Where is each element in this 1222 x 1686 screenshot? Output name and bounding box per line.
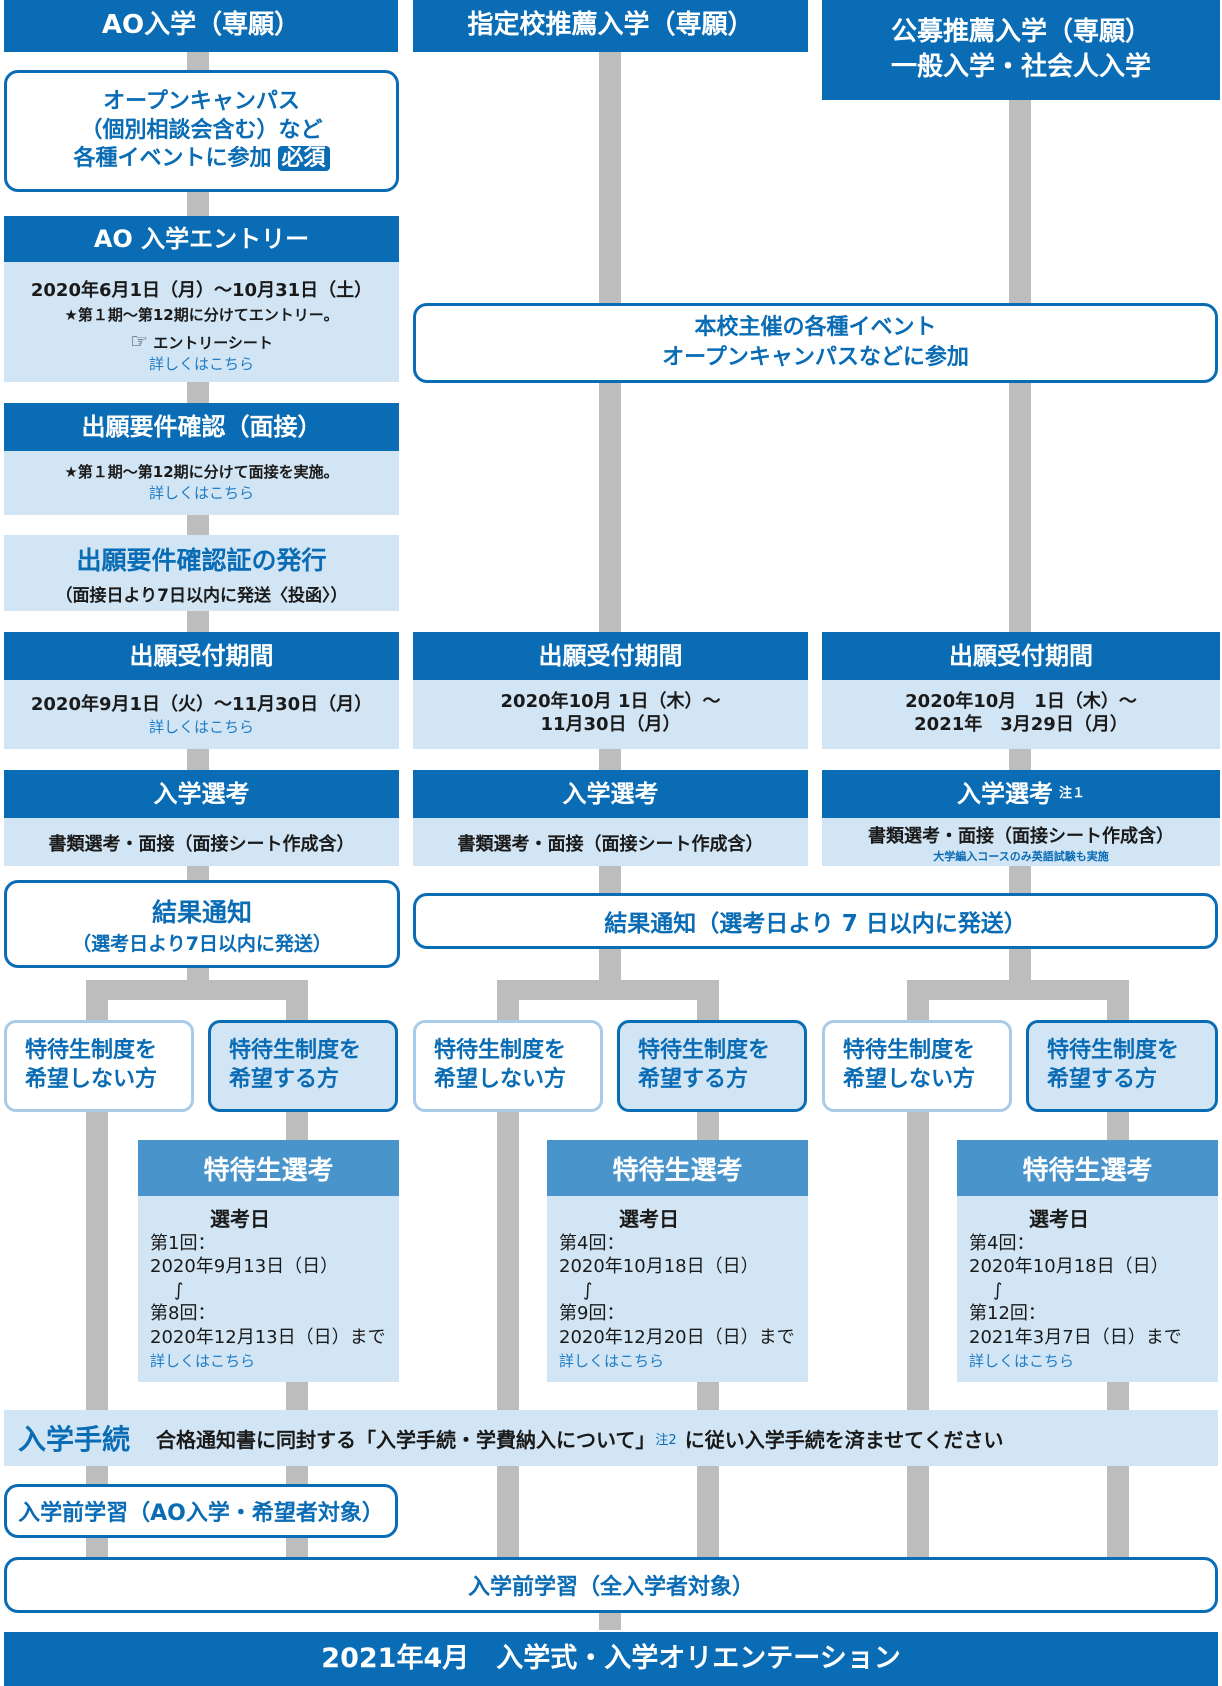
kobo-no-scholarship-box: 特待生制度を希望しない方 — [822, 1020, 1012, 1112]
entrance-ceremony-banner: 2021年4月 入学式・入学オリエンテーション — [4, 1632, 1218, 1686]
ao-exam-header: 入学選考 — [4, 770, 399, 818]
kobo-application-header: 出願受付期間 — [822, 632, 1220, 680]
ao-scholarship-exam-header: 特待生選考 — [138, 1140, 399, 1196]
ao-yes-scholarship-box: 特待生制度を希望する方 — [208, 1020, 398, 1112]
kobo-yes-scholarship-box: 特待生制度を希望する方 — [1026, 1020, 1218, 1112]
pointing-hand-icon: ☞ — [130, 329, 148, 353]
shitei-yes-scholarship-box: 特待生制度を希望する方 — [617, 1020, 807, 1112]
shared-event-box: 本校主催の各種イベント オープンキャンパスなどに参加 — [413, 303, 1218, 383]
kobo-scholarship-exam-header: 特待生選考 — [957, 1140, 1218, 1196]
ao-application-body: 2020年9月1日（火）〜11月30日（月） 詳しくはこちら — [4, 680, 399, 749]
shitei-scholarship-details-link[interactable]: 詳しくはこちら — [559, 1351, 665, 1370]
column-header-kobo: 公募推薦入学（専願） 一般入学・社会人入学 — [822, 0, 1220, 100]
ao-certificate-box: 出願要件確認証の発行 （面接日より7日以内に発送〈投函〉） — [4, 535, 399, 611]
note-1-mark: 注１ — [1058, 786, 1085, 802]
enrollment-procedure-title: 入学手続 — [18, 1423, 131, 1456]
shitei-scholarship-exam-body: 選考日 第4回： 2020年10月18日（日） ∫ 第9回： 2020年12月2… — [547, 1196, 808, 1382]
ao-scholarship-details-link[interactable]: 詳しくはこちら — [150, 1351, 256, 1370]
ao-application-header: 出願受付期間 — [4, 632, 399, 680]
kobo-application-body: 2020年10月 1日（木）〜 2021年 3月29日（月） — [822, 680, 1220, 749]
ao-entry-body: 2020年6月1日（月）〜10月31日（土） ★第１期〜第12期に分けてエントリ… — [4, 262, 399, 382]
ao-requirement-body: ★第１期〜第12期に分けて面接を実施。 詳しくはこちら — [4, 451, 399, 515]
ao-requirement-header: 出願要件確認（面接） — [4, 403, 399, 451]
ao-exam-body: 書類選考・面接（面接シート作成含） — [4, 818, 399, 866]
connector-ao-split — [86, 980, 308, 1000]
ao-event-box: オープンキャンパス （個別相談会含む）など 各種イベントに参加必須 — [4, 70, 399, 192]
column-header-ao: AO入学（専願） — [4, 0, 398, 52]
enrollment-procedure-bar: 入学手続 合格通知書に同封する「入学手続・学費納入について」 注2 に従い入学手… — [4, 1410, 1218, 1466]
shitei-exam-header: 入学選考 — [413, 770, 808, 818]
shared-result-box: 結果通知（選考日より 7 日以内に発送） — [413, 893, 1218, 949]
note-2-mark: 注2 — [655, 1432, 677, 1448]
ao-entry-details-link[interactable]: 詳しくはこちら — [148, 355, 254, 373]
ao-entry-header: AO 入学エントリー — [4, 216, 399, 262]
ao-scholarship-exam-body: 選考日 第1回： 2020年9月13日（日） ∫ 第8回： 2020年12月13… — [138, 1196, 399, 1382]
pre-study-ao-box: 入学前学習（AO入学・希望者対象） — [4, 1484, 398, 1538]
kobo-exam-header: 入学選考注１ — [822, 770, 1220, 818]
shitei-no-scholarship-box: 特待生制度を希望しない方 — [413, 1020, 603, 1112]
ao-requirement-details-link[interactable]: 詳しくはこちら — [148, 484, 254, 502]
ao-no-scholarship-box: 特待生制度を希望しない方 — [4, 1020, 194, 1112]
shitei-application-header: 出願受付期間 — [413, 632, 808, 680]
kobo-scholarship-exam-body: 選考日 第4回： 2020年10月18日（日） ∫ 第12回： 2021年3月7… — [957, 1196, 1218, 1382]
kobo-scholarship-details-link[interactable]: 詳しくはこちら — [969, 1351, 1075, 1370]
connector-shitei-split — [497, 980, 719, 1000]
shitei-application-body: 2020年10月 1日（木）〜 11月30日（月） — [413, 680, 808, 749]
connector-kobo-split — [907, 980, 1129, 1000]
required-badge: 必須 — [277, 146, 330, 172]
entry-sheet-link[interactable]: エントリーシート — [153, 334, 273, 352]
column-header-shitei: 指定校推薦入学（専願） — [413, 0, 808, 52]
shitei-scholarship-exam-header: 特待生選考 — [547, 1140, 808, 1196]
ao-application-details-link[interactable]: 詳しくはこちら — [148, 718, 254, 736]
shitei-exam-body: 書類選考・面接（面接シート作成含） — [413, 818, 808, 866]
pre-study-all-box: 入学前学習（全入学者対象） — [4, 1557, 1218, 1613]
ao-result-box: 結果通知 （選考日より7日以内に発送） — [4, 880, 400, 968]
kobo-exam-body: 書類選考・面接（面接シート作成含） 大学編入コースのみ英語試験も実施 — [822, 818, 1220, 866]
